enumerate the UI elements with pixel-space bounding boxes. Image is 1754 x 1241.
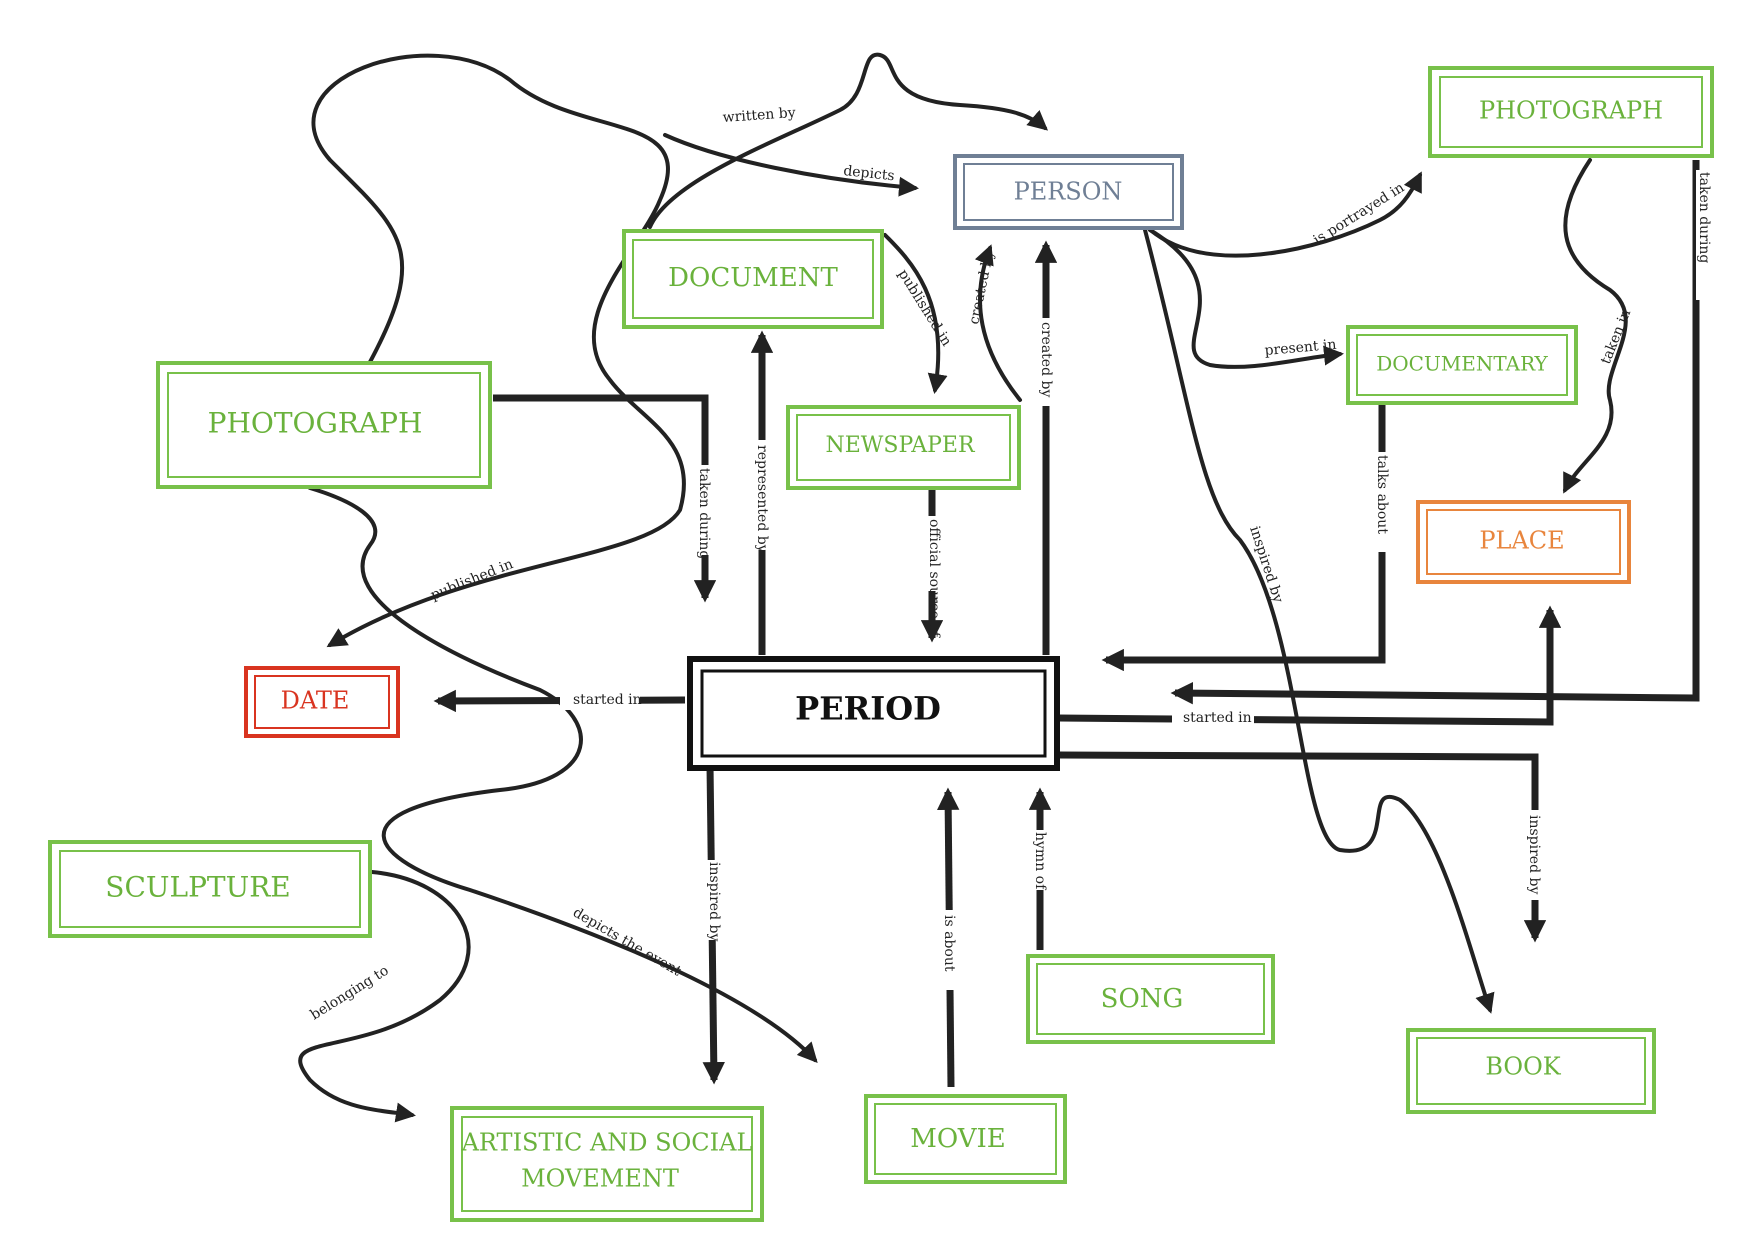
node-movie[interactable]: MOVIE (864, 1094, 1067, 1184)
node-song[interactable]: SONG (1026, 954, 1275, 1044)
edge-inspired-by-right (1057, 751, 1547, 943)
node-newspaper[interactable]: NEWSPAPER (786, 405, 1021, 490)
edge-is-portrayed-in (1143, 171, 1422, 258)
label-represented-by: represented by (754, 445, 770, 553)
node-place[interactable]: PLACE (1416, 500, 1631, 584)
label-hymn-of: hymn of (1032, 832, 1048, 891)
node-label: DATE (281, 687, 350, 715)
edge-published-in-photo (311, 53, 686, 648)
connectors (298, 52, 1628, 1123)
node-label: PHOTOGRAPH (208, 407, 423, 440)
edge-taken-during-top (1170, 160, 1700, 705)
node-label: DOCUMENT (668, 263, 838, 293)
label-started-in-left: started in (573, 692, 642, 708)
label-created-by-news: created by (966, 249, 997, 326)
node-label: SONG (1101, 984, 1184, 1014)
node-label: PHOTOGRAPH (1479, 97, 1663, 125)
node-label-line2: MOVEMENT (521, 1165, 679, 1193)
edge-written-by (648, 52, 1049, 229)
node-date[interactable]: DATE (244, 666, 400, 738)
edge-depicts-the-event (308, 486, 818, 1063)
node-period[interactable]: PERIOD (687, 656, 1060, 771)
label-inspired-by-right: inspired by (1526, 815, 1542, 894)
edge-created-by-news (974, 244, 1022, 402)
node-label: PERSON (1014, 178, 1123, 206)
label-started-in-right: started in (1183, 710, 1252, 726)
node-label: MOVIE (910, 1124, 1006, 1154)
label-depicts-the-event: depicts the event (570, 905, 684, 980)
node-label: DOCUMENTARY (1376, 352, 1548, 376)
label-written-by: written by (722, 105, 796, 126)
node-documentary[interactable]: DOCUMENTARY (1346, 325, 1578, 405)
label-talks-about: talks about (1374, 455, 1390, 534)
node-label: PLACE (1479, 527, 1564, 555)
label-created-by-period: created by (1038, 322, 1054, 397)
node-label: SCULPTURE (105, 871, 290, 904)
node-sculpture[interactable]: SCULPTURE (48, 840, 372, 938)
edge-depicts (663, 133, 919, 197)
node-document[interactable]: DOCUMENT (622, 229, 884, 329)
edge-inspired-by-person (1143, 228, 1495, 1014)
label-taken-during-left: taken during (696, 468, 712, 559)
edge-taken-in (1563, 158, 1628, 494)
label-published-in-doc: published in (895, 267, 955, 350)
label-is-about: is about (941, 915, 957, 972)
node-photograph-left[interactable]: PHOTOGRAPH (156, 361, 492, 489)
node-label: PERIOD (795, 690, 941, 728)
node-artistic-and-social-movement[interactable]: ARTISTIC AND SOCIAL MOVEMENT (450, 1106, 764, 1222)
node-label: NEWSPAPER (825, 433, 976, 458)
label-official-source-of: official source of (926, 519, 942, 639)
node-photograph-top[interactable]: PHOTOGRAPH (1428, 66, 1714, 158)
edge-talks-about (1101, 403, 1386, 672)
node-label-line1: ARTISTIC AND SOCIAL (461, 1129, 753, 1157)
label-published-in-photo: published in (429, 556, 516, 604)
node-label: BOOK (1485, 1053, 1561, 1081)
edge-started-in-right (1057, 605, 1562, 726)
edge-belonging-to (298, 870, 471, 1123)
label-inspired-by-down: inspired by (706, 862, 722, 941)
label-present-in: present in (1264, 337, 1337, 359)
label-depicts: depicts (843, 163, 896, 184)
label-taken-in: taken in (1598, 307, 1634, 366)
node-book[interactable]: BOOK (1406, 1028, 1656, 1114)
edge-present-in (1148, 228, 1344, 369)
label-taken-during-top: taken during (1696, 172, 1712, 263)
edge-published-in-doc (883, 233, 948, 394)
label-belonging-to: belonging to (308, 963, 392, 1024)
node-person[interactable]: PERSON (953, 154, 1184, 230)
